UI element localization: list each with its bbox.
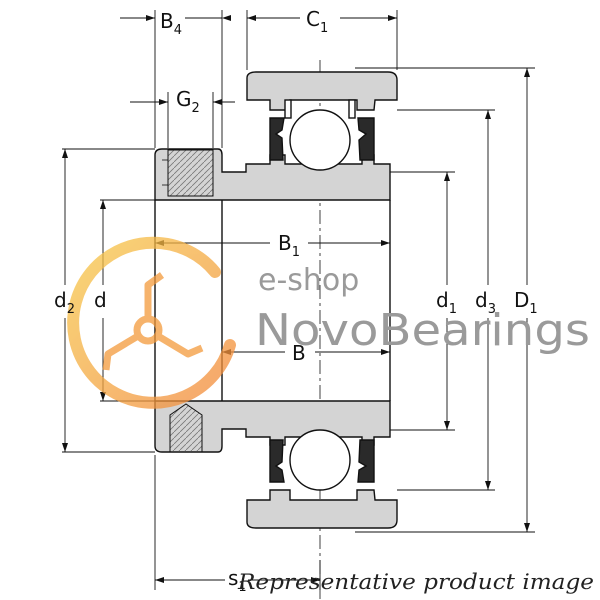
bearing-bottom-half	[154, 400, 398, 529]
inner-ring-bottom	[154, 400, 391, 453]
arrowheads	[62, 15, 530, 583]
label-b4: B4	[160, 9, 182, 38]
ball-top	[289, 109, 351, 171]
bore-outline	[154, 200, 391, 401]
label-b1: B1	[278, 231, 300, 260]
seal-left-bottom	[269, 439, 285, 483]
label-d2: d2	[54, 288, 75, 317]
set-screw-top	[167, 149, 214, 197]
outer-ring-top	[246, 71, 398, 111]
caption-representative: Representative product image	[237, 570, 594, 594]
novobearings-logo	[67, 236, 236, 409]
label-c1: C1	[306, 7, 328, 36]
seal-right-bottom	[357, 439, 375, 483]
label-D1: D1	[514, 288, 538, 317]
seal-right-top	[357, 117, 375, 161]
label-d1: d1	[436, 288, 457, 317]
label-b: B	[292, 341, 306, 365]
ball-bottom	[289, 429, 351, 491]
watermark-brand: NovoBearings	[255, 305, 590, 356]
label-g2: G2	[176, 87, 200, 116]
dimension-labels: B4 C1 G2 B1 B d2 d d1 d3 D1 s1	[54, 7, 538, 595]
bearing-top-half	[154, 71, 398, 201]
seal-left-top	[269, 117, 285, 161]
set-screw-bottom	[169, 403, 203, 453]
watermark-eshop: e-shop	[258, 263, 359, 298]
label-d3: d3	[475, 288, 496, 317]
outer-ring-bottom	[246, 489, 398, 529]
label-s1: s1	[228, 566, 247, 595]
label-d: d	[94, 288, 107, 312]
